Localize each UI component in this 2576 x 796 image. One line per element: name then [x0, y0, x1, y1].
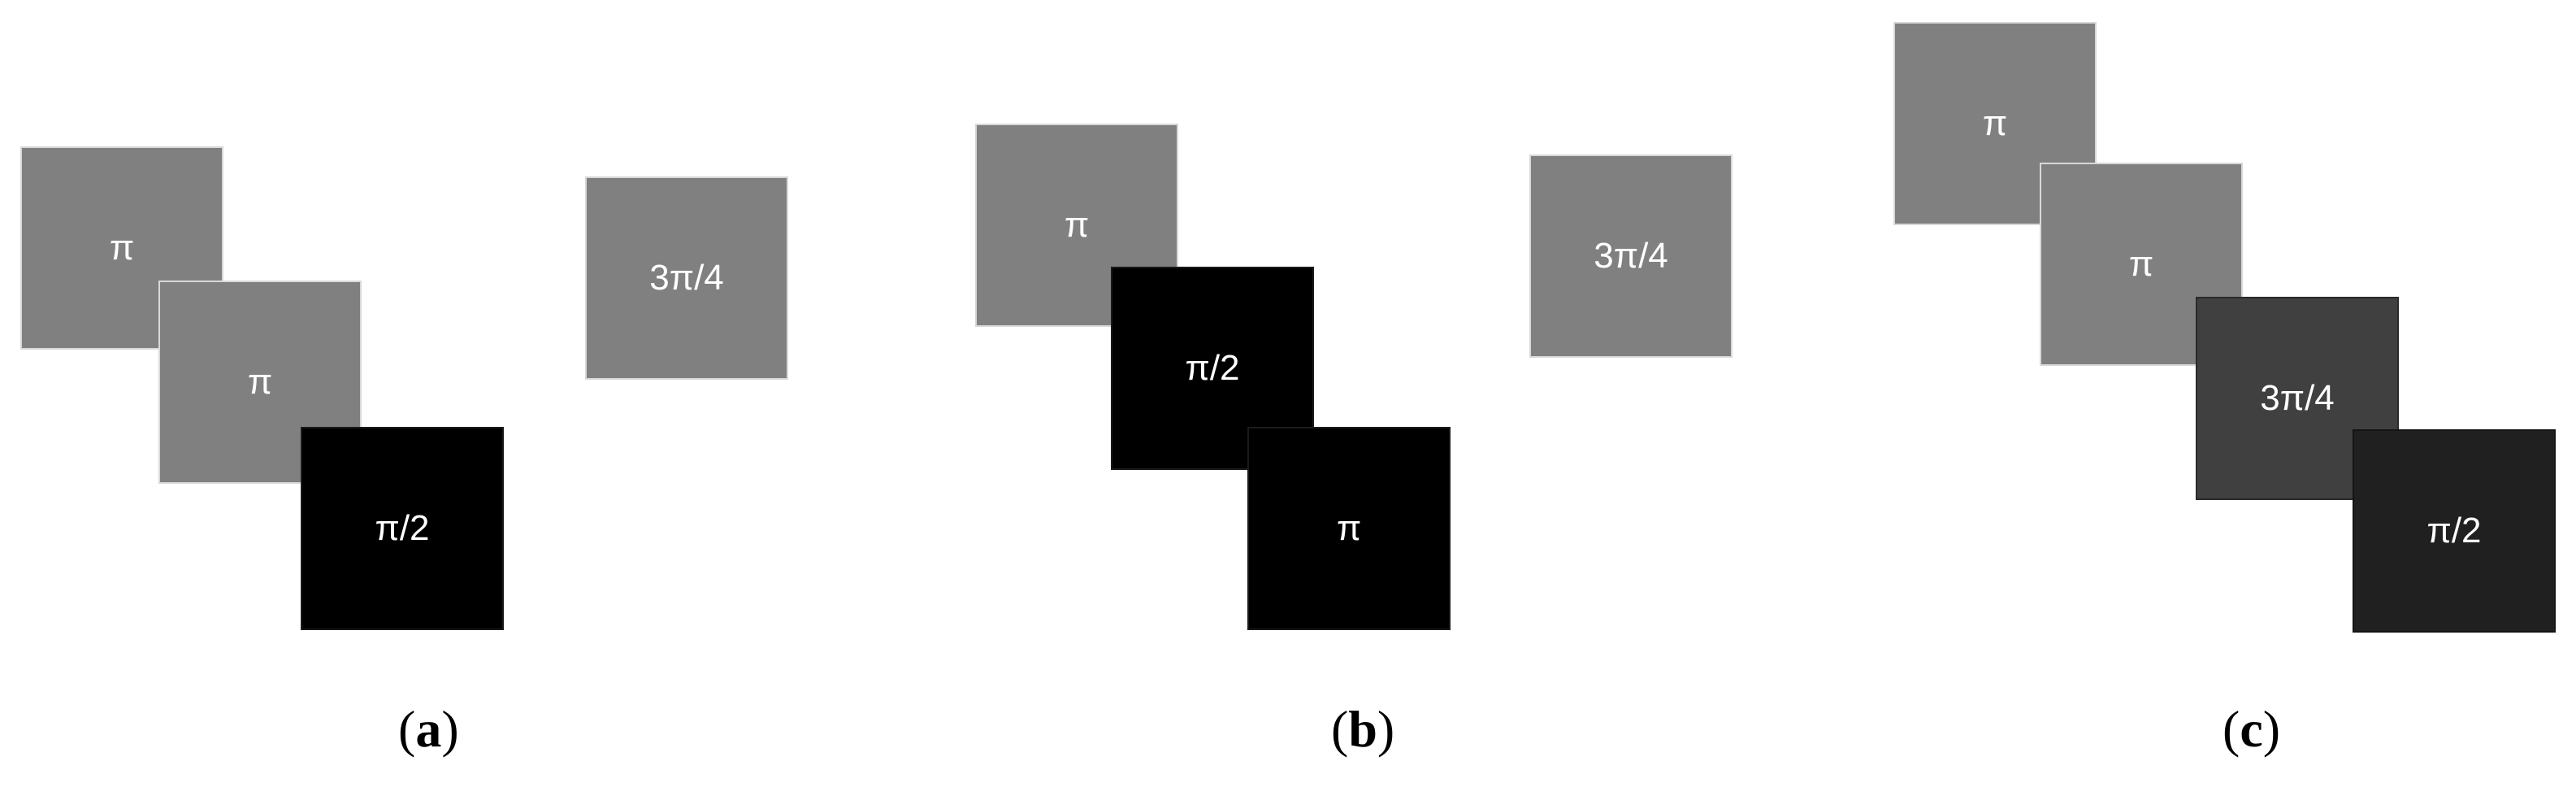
square-b4: 3π/4 [1529, 154, 1733, 358]
panel-c: π π 3π/4 π/2 (c) [1739, 0, 2576, 796]
caption-letter: b [1348, 700, 1377, 758]
caption-close: ) [1377, 700, 1395, 758]
caption-b: (b) [1331, 699, 1394, 759]
square-a1: π [20, 146, 223, 350]
square-c4: π/2 [2353, 429, 2556, 633]
square-a4: 3π/4 [585, 176, 788, 380]
panel-b: π π/2 π 3π/4 (b) [861, 0, 1739, 796]
caption-close: ) [2262, 700, 2281, 758]
caption-letter: c [2240, 700, 2263, 758]
caption-a: (a) [398, 699, 459, 759]
caption-open: ( [398, 700, 416, 758]
panel-a: π π π/2 3π/4 (a) [0, 0, 861, 796]
caption-open: ( [1331, 700, 1349, 758]
square-a3: π/2 [301, 427, 504, 630]
caption-c: (c) [2223, 699, 2280, 759]
caption-letter: a [415, 700, 442, 758]
caption-open: ( [2223, 700, 2240, 758]
square-b3: π [1247, 427, 1451, 630]
caption-close: ) [441, 700, 459, 758]
